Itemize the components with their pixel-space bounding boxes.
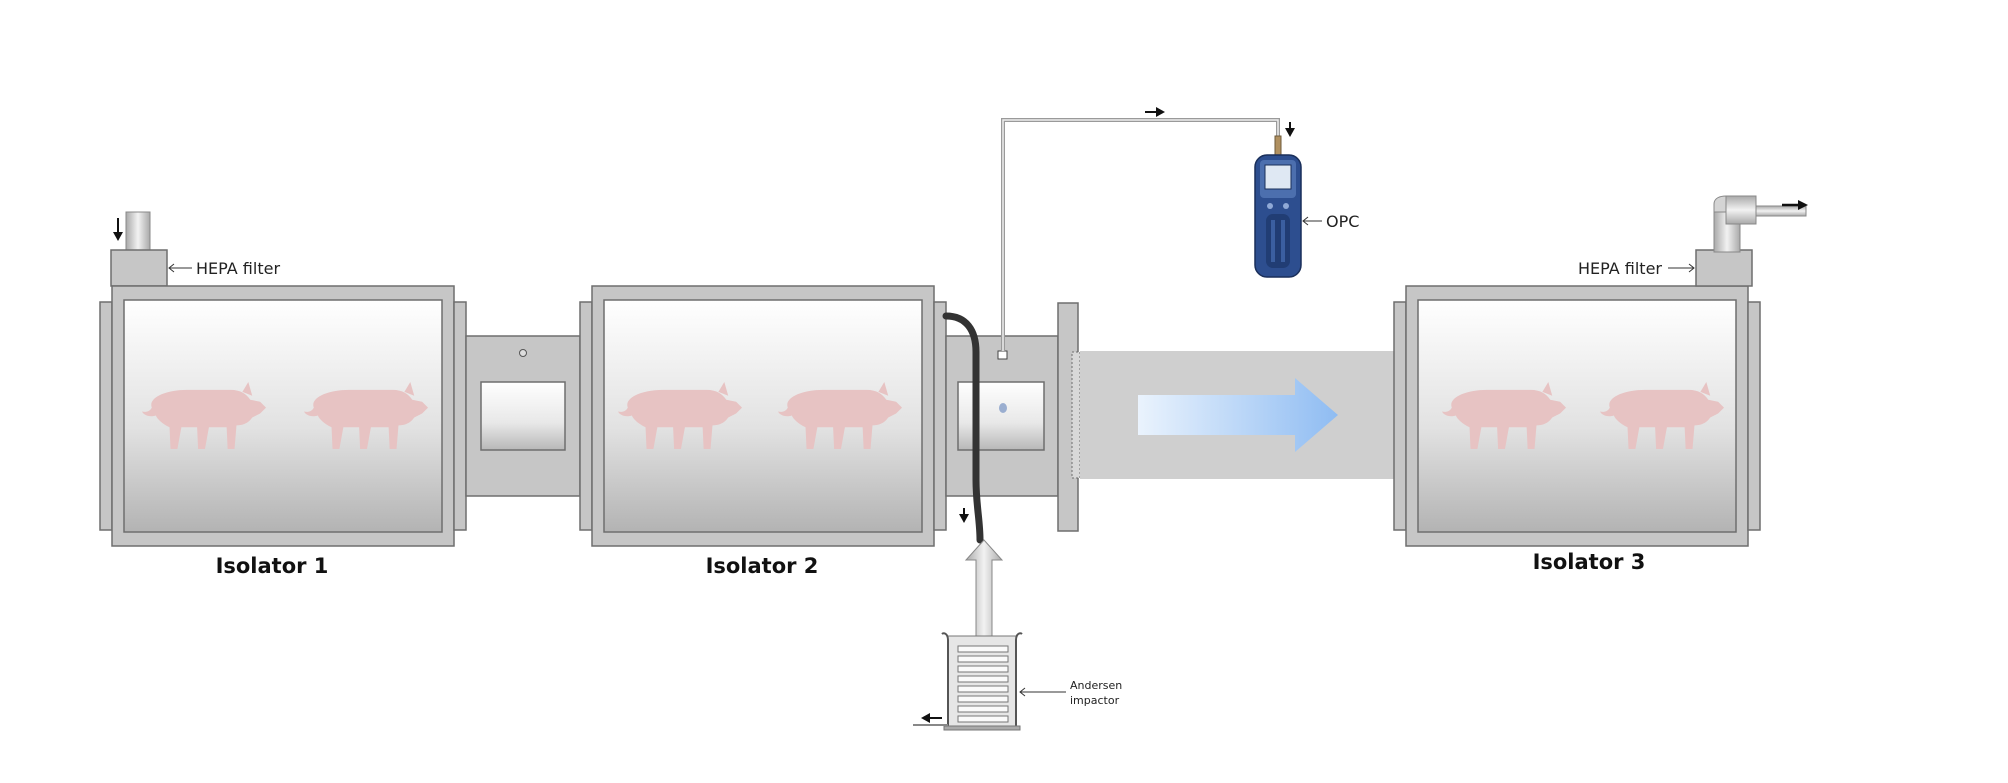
airflow-arrow-icon [1138,378,1338,452]
sampling-hose [942,312,984,544]
andersen-label-line1: Andersen [1070,679,1122,692]
andersen-pointer [1019,687,1066,697]
sampling-section [945,335,1059,497]
andersen-label-line2: impactor [1070,694,1120,707]
flow-arrow-icon [1285,122,1295,137]
isolator-2 [579,285,947,547]
isolator-2-label: Isolator 2 [706,554,819,578]
isolator-1 [99,285,467,547]
duct-flange [1057,302,1081,532]
hepa-filter-left-pointer [168,263,192,273]
hepa-filter-right-label: HEPA filter [1578,259,1662,278]
flow-arrow-icon [959,508,969,523]
hepa-filter-icon [1695,249,1753,287]
hepa-filter-icon [110,249,168,287]
hepa-filter-left-label: HEPA filter [196,259,280,278]
opc-pointer [1302,216,1322,226]
opc-label: OPC [1326,212,1359,231]
opc-sampling-tube [1001,118,1280,351]
connector-1-2 [465,335,581,497]
isolator-3-label: Isolator 3 [1533,550,1646,574]
flow-arrow-icon [1145,107,1165,117]
inlet-pipe-left [125,211,151,253]
hepa-filter-right-pointer [1668,263,1695,273]
outlet-elbow-right [1713,195,1807,253]
flow-arrow-icon [1782,200,1808,210]
flow-arrow-icon [921,713,942,723]
andersen-impactor-icon [941,539,1023,731]
isolator-1-label: Isolator 1 [216,554,329,578]
opc-device-icon [1254,154,1302,278]
isolator-3 [1393,285,1761,547]
flow-arrow-icon [113,218,123,241]
